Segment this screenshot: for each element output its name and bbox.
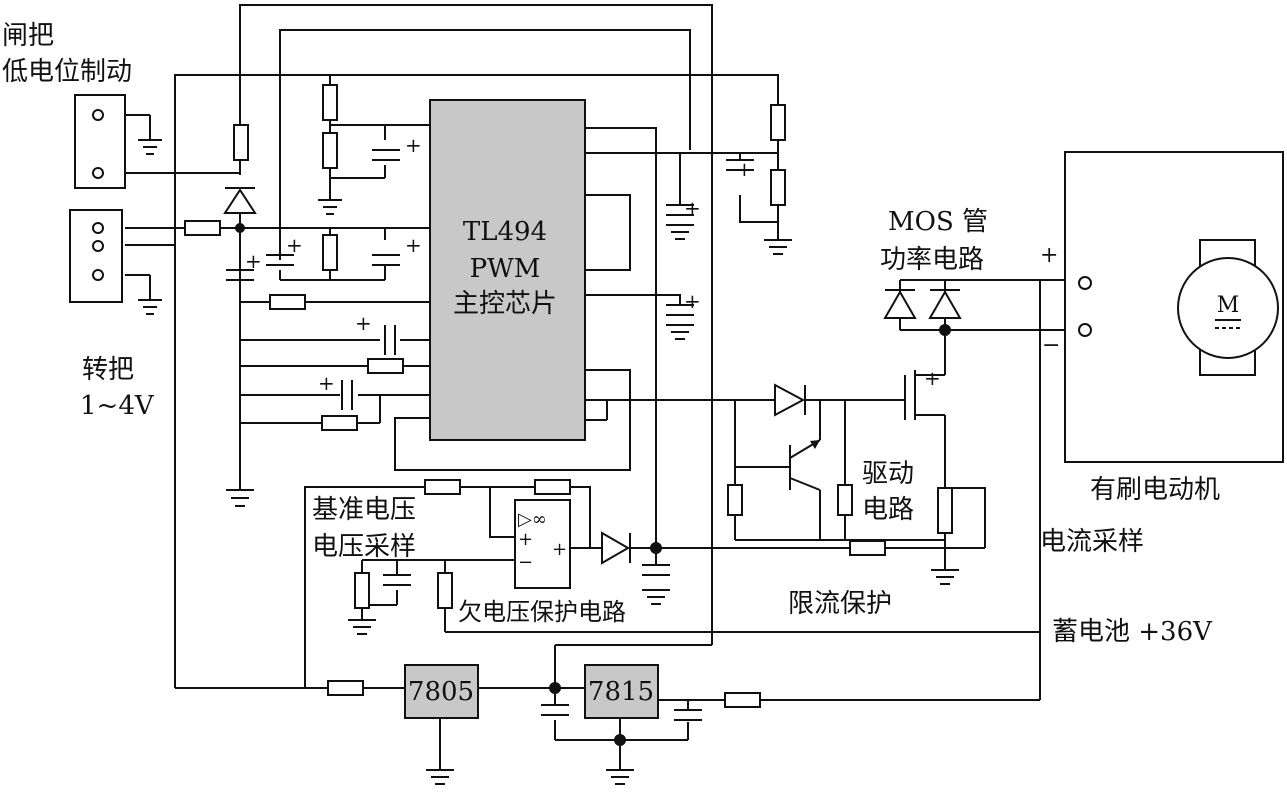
junctions <box>235 223 951 746</box>
svg-text:+: + <box>245 249 262 273</box>
svg-text:+: + <box>318 371 335 395</box>
motor-circle <box>1177 257 1279 359</box>
svg-text:+: + <box>924 366 941 390</box>
brake-pin-1 <box>92 109 104 121</box>
chip-label-1: TL494 <box>463 217 547 247</box>
reg2-label: 7815 <box>588 677 654 707</box>
diodes <box>223 187 962 565</box>
brake-pin-2 <box>92 167 104 179</box>
label-driver-1: 驱动 <box>862 459 914 489</box>
motor-terminal-plus <box>1078 276 1092 290</box>
tl494-chip <box>429 99 586 441</box>
motor-symbol: M <box>1217 293 1240 318</box>
label-brake-sub: 低电位制动 <box>2 57 132 87</box>
throttle-pin-2 <box>92 240 104 252</box>
chip-label-2: PWM <box>470 254 541 284</box>
opamp-plus-in: + <box>518 529 533 550</box>
throttle-pin-3 <box>92 269 104 281</box>
label-current-limit: 限流保护 <box>788 589 892 619</box>
opamp-symbol: ▷∞ <box>518 509 547 530</box>
label-mos-1: MOS 管 <box>888 207 988 237</box>
opamp <box>514 499 571 589</box>
label-motor-title: 有刷电动机 <box>1090 475 1220 505</box>
reg1-label: 7805 <box>408 677 474 707</box>
svg-text:+: + <box>355 311 372 335</box>
chip-label-3: 主控芯片 <box>453 289 557 319</box>
svg-text:+: + <box>286 233 303 257</box>
bjt-transistor <box>789 439 821 491</box>
svg-text:+: + <box>405 233 422 257</box>
label-ref-1: 基准电压 <box>312 495 416 525</box>
svg-text:+: + <box>684 289 701 313</box>
svg-text:+: + <box>684 196 701 220</box>
svg-text:+: + <box>1040 243 1058 268</box>
capacitors <box>226 149 754 721</box>
label-driver-2: 电路 <box>862 495 914 525</box>
label-throttle-range: 1~4V <box>80 391 155 421</box>
svg-text:+: + <box>736 157 753 181</box>
regulator-7815 <box>584 664 659 719</box>
label-brake-title: 闸把 <box>2 21 54 51</box>
resistors <box>184 84 953 708</box>
svg-text:−: − <box>1042 333 1060 358</box>
throttle-pin-1 <box>92 222 104 234</box>
label-mos-2: 功率电路 <box>880 245 984 275</box>
ground-symbols <box>138 139 959 785</box>
label-battery: 蓄电池 +36V <box>1052 617 1213 647</box>
label-throttle-title: 转把 <box>82 355 134 385</box>
svg-text:+: + <box>405 133 422 157</box>
mosfet <box>904 370 945 420</box>
label-current-sample: 电流采样 <box>1040 527 1144 557</box>
regulator-7805 <box>404 664 479 719</box>
opamp-out-plus: + <box>552 539 567 560</box>
wiring <box>125 4 1229 770</box>
label-ref-2: 电压采样 <box>312 532 416 562</box>
opamp-minus-in: − <box>518 552 533 573</box>
cap-polarity: + + + + + + + + + + + − <box>245 133 1060 395</box>
motor-terminal-minus <box>1078 323 1092 337</box>
label-undervoltage: 欠电压保护电路 <box>458 598 626 626</box>
